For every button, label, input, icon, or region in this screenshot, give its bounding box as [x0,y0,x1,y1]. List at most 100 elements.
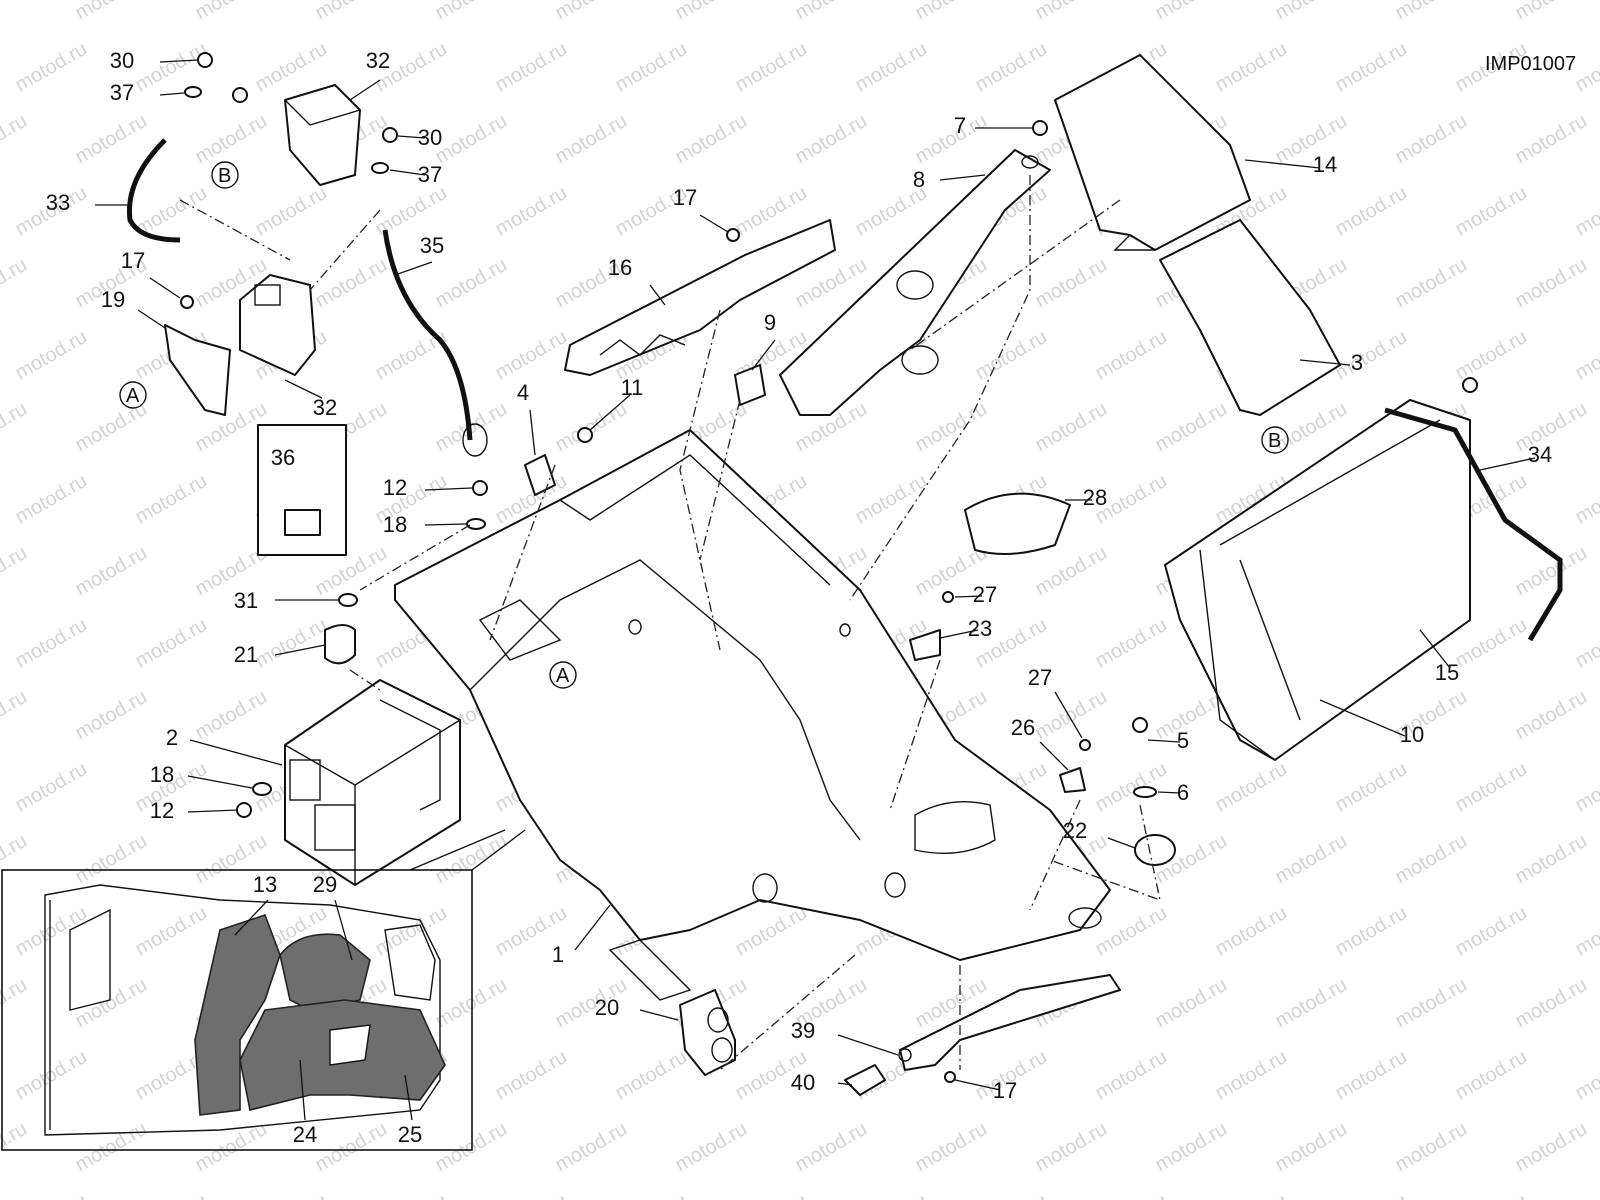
part-19-bracket [164,324,231,416]
watermark-text: motod.ru [1452,758,1531,817]
watermark-text: motod.ru [1572,902,1600,961]
watermark-text: motod.ru [672,0,751,24]
watermark-text: motod.ru [252,1190,331,1200]
watermark-text: motod.ru [0,1118,31,1177]
watermark-text: motod.ru [1272,0,1351,24]
callout-13: 13 [253,872,277,897]
callout-30: 30 [418,125,442,150]
watermark-text: motod.ru [1212,758,1291,817]
callout-27: 27 [1028,665,1052,690]
callout-2: 2 [166,725,178,750]
watermark-text: motod.ru [552,0,631,24]
fuse-36 [284,509,321,536]
watermark-text: motod.ru [372,326,451,385]
leader-line [1157,791,1181,794]
cable-33 [126,138,181,243]
inset-detail [1,829,526,1151]
callout-16: 16 [608,255,632,280]
callout-36: 36 [271,445,295,470]
watermark-text: motod.ru [732,182,811,241]
leader-line [699,214,729,233]
leader-line [1147,739,1181,743]
watermark-text: motod.ru [1452,326,1531,385]
watermark-text: motod.ru [1332,326,1411,385]
watermark-text: motod.ru [72,830,151,889]
watermark-text: motod.ru [372,902,451,961]
watermark-text: motod.ru [1572,182,1600,241]
watermark-text: motod.ru [1392,0,1471,24]
watermark-text: motod.ru [552,110,631,169]
relay-box-top [284,84,361,186]
watermark-text: motod.ru [1512,686,1591,745]
leader-line [299,1059,306,1121]
watermark-text: motod.ru [1392,254,1471,313]
watermark-text: motod.ru [672,110,751,169]
watermark-text: motod.ru [852,38,931,97]
watermark-text: motod.ru [1152,0,1231,24]
watermark-text: motod.ru [1212,1046,1291,1105]
cable-lug [462,423,488,457]
watermark-text: motod.ru [492,38,571,97]
watermark-text: motod.ru [312,1118,391,1177]
watermark-text: motod.ru [732,38,811,97]
leader-line [394,261,433,276]
callout-31: 31 [234,588,258,613]
watermark-text: motod.ru [612,1046,691,1105]
leader-line [1419,629,1451,669]
grommet-9 [734,364,766,406]
watermark-text: motod.ru [1092,1046,1171,1105]
battery-cover [1054,54,1341,416]
clip-23 [909,629,941,661]
watermark-text: motod.ru [0,398,31,457]
callout-28: 28 [1083,485,1107,510]
view-marker-A-center: A [549,661,577,689]
leader-line [1299,359,1351,366]
watermark-text: motod.ru [1272,1118,1351,1177]
leader-line [1319,699,1406,737]
part-28-cover [964,492,1071,555]
watermark-text: motod.ru [1452,1190,1531,1200]
callout-19: 19 [101,287,125,312]
callout-37: 37 [110,80,134,105]
leader-line [574,904,611,951]
svg-text:B: B [218,165,231,187]
watermark-text: motod.ru [1572,470,1600,529]
callout-29: 29 [313,872,337,897]
watermark-text: motod.ru [1032,254,1111,313]
callout-10: 10 [1400,722,1424,747]
watermark-text: motod.ru [252,614,331,673]
callout-22: 22 [1063,818,1087,843]
part-20-holder [679,989,736,1076]
watermark-text: motod.ru [12,38,91,97]
callout-9: 9 [764,310,776,335]
callout-15: 15 [1435,660,1459,685]
watermark-text: motod.ru [1332,758,1411,817]
part-39-bracket [844,974,1121,1096]
fasteners [180,52,1478,1083]
callout-25: 25 [398,1122,422,1147]
watermark-text: motod.ru [1572,758,1600,817]
watermark-text: motod.ru [612,38,691,97]
callout-5: 5 [1177,728,1189,753]
leader-lines [95,59,1536,1121]
callout-1: 1 [552,942,564,967]
leader-line [187,809,239,813]
watermark-text: motod.ru [372,1190,451,1200]
drawing-code: IMP01007 [1485,53,1576,75]
callout-40: 40 [791,1070,815,1095]
relay-bracket [564,219,836,376]
watermark-text: motod.ru [12,902,91,961]
callout-3: 3 [1351,350,1363,375]
watermark-text: motod.ru [12,614,91,673]
watermark-text: motod.ru [12,1046,91,1105]
leader-line [284,379,323,399]
watermark-text: motod.ru [912,0,991,24]
view-marker-B-right: B [1261,426,1289,454]
leader-line [189,739,283,766]
watermark-text: motod.ru [0,686,31,745]
leader-line [954,595,983,598]
callout-18: 18 [150,762,174,787]
watermark-text: motod.ru [0,974,31,1033]
watermark-text: motod.ru [1512,110,1591,169]
callout-24: 24 [293,1122,317,1147]
